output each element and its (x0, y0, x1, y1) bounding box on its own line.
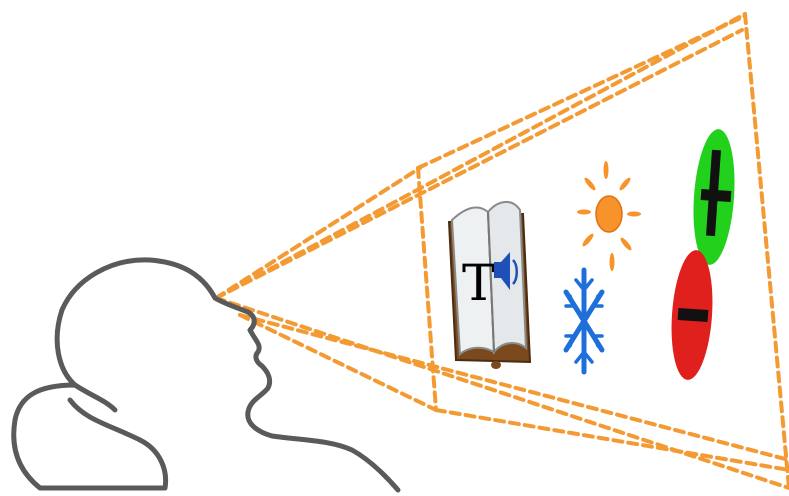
minus-bar (678, 308, 709, 322)
snowflake-icon (566, 270, 602, 372)
minus-icon (668, 249, 717, 381)
sun-disc (596, 196, 622, 232)
speaker-body (494, 262, 501, 278)
head-profile-outline (14, 260, 398, 490)
sun-icon (577, 161, 641, 271)
beam-frame-inner-top (418, 16, 745, 168)
head-silhouette (14, 260, 398, 490)
book-icon: T (449, 202, 530, 369)
beam-frame-right (745, 14, 789, 488)
book-bookmark (491, 361, 501, 369)
plus-horizontal (701, 189, 732, 202)
plus-icon (689, 128, 738, 266)
beam-ray-top-inner (216, 168, 420, 298)
beam-frame-inner-bottom (436, 410, 789, 470)
beam-frame-inner-left (418, 168, 436, 410)
book-letter: T (462, 254, 495, 312)
